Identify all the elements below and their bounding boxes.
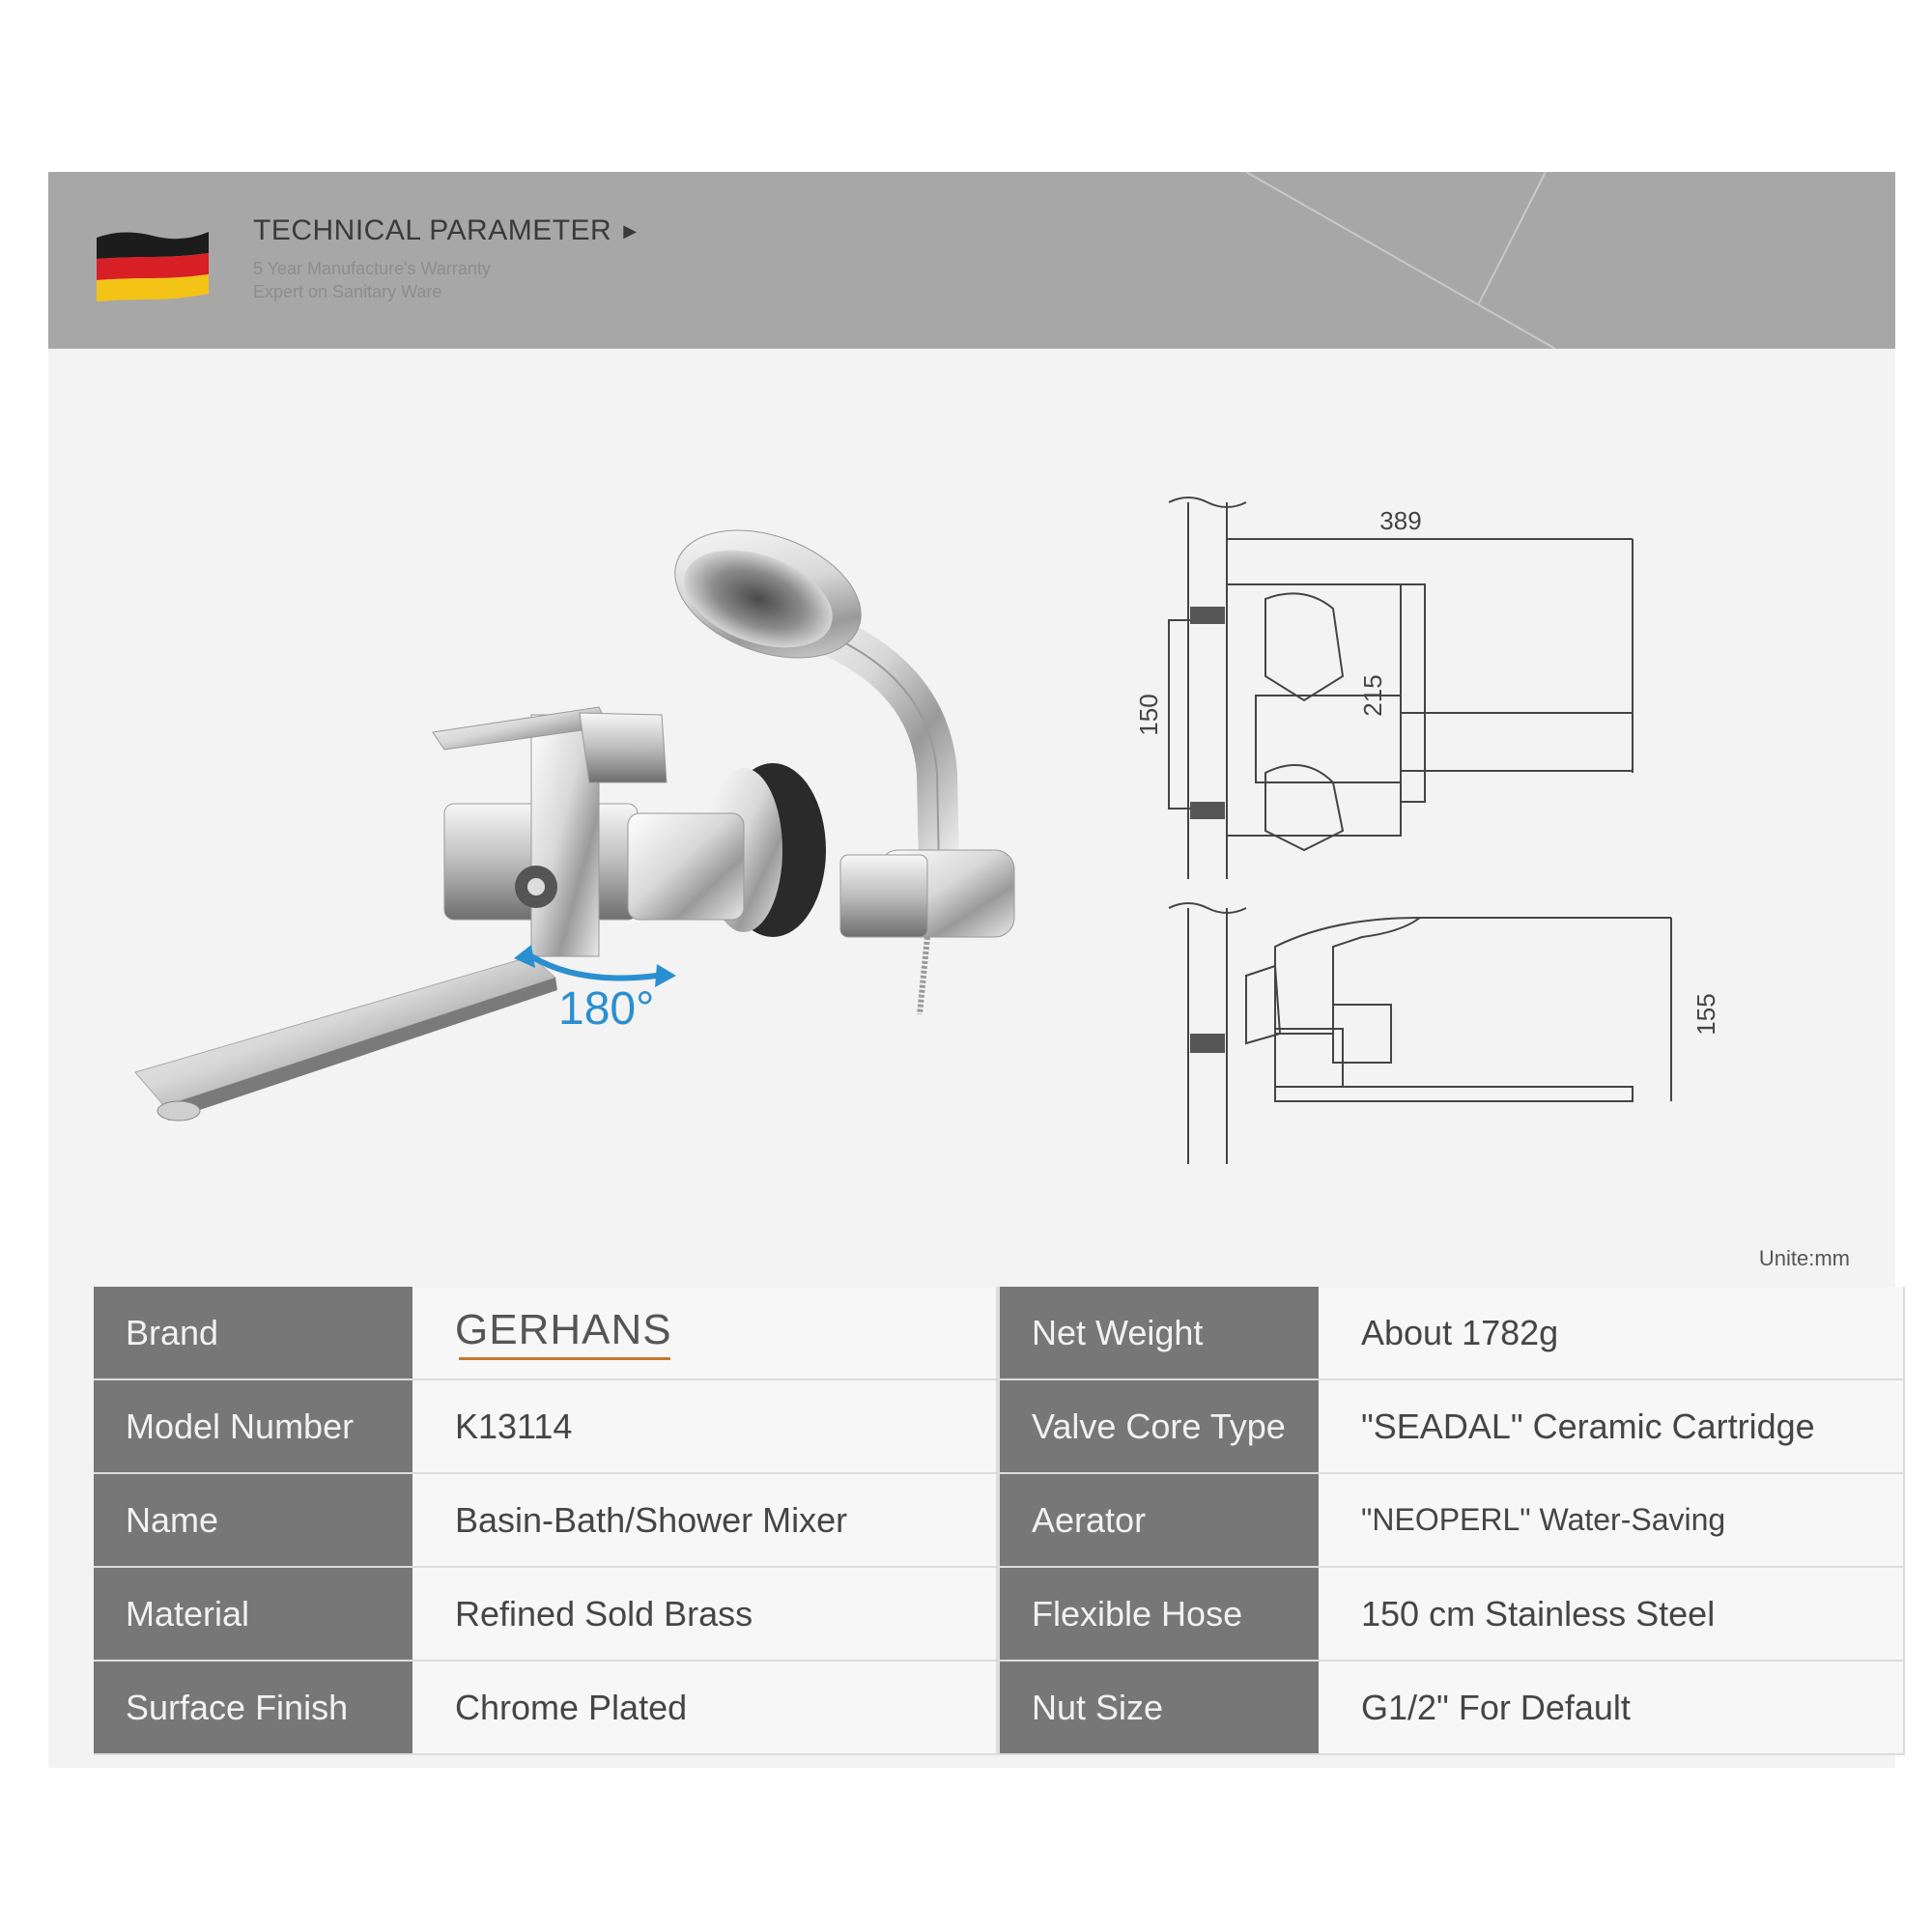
- spec-key: Aerator: [998, 1473, 1319, 1568]
- spec-table: Brand GERHANS Net Weight About 1782g Mod…: [94, 1287, 1905, 1755]
- spec-key: Valve Core Type: [998, 1379, 1319, 1474]
- spec-key: Model Number: [94, 1379, 412, 1474]
- rotation-label: 180°: [558, 983, 654, 1035]
- table-row: Name Basin-Bath/Shower Mixer Aerator "NE…: [94, 1473, 1905, 1568]
- mixer-product-image: 180°: [134, 529, 1015, 1122]
- table-row: Model Number K13114 Valve Core Type "SEA…: [94, 1379, 1905, 1474]
- spec-key: Nut Size: [998, 1661, 1319, 1755]
- brand-logo: GERHANS: [455, 1306, 672, 1360]
- germany-flag-icon: [97, 232, 209, 301]
- spec-value: Chrome Plated: [412, 1661, 1000, 1755]
- spec-value: K13114: [412, 1379, 1000, 1474]
- spec-value: "NEOPERL" Water-Saving: [1319, 1473, 1905, 1568]
- technical-drawing: 389 150 215 155: [1134, 497, 1720, 1164]
- spec-key: Flexible Hose: [998, 1567, 1319, 1662]
- spec-key: Material: [94, 1567, 412, 1662]
- spec-value: 150 cm Stainless Steel: [1319, 1567, 1905, 1662]
- spec-key: Surface Finish: [94, 1661, 412, 1755]
- header-title: TECHNICAL PARAMETER▶: [253, 214, 638, 246]
- table-row: Surface Finish Chrome Plated Nut Size G1…: [94, 1661, 1905, 1755]
- spec-value: About 1782g: [1319, 1287, 1905, 1380]
- spec-key: Brand: [94, 1287, 412, 1380]
- spec-value: Refined Sold Brass: [412, 1567, 1000, 1662]
- unit-label: Unite:mm: [1758, 1246, 1850, 1270]
- brand-logo-cell: GERHANS: [412, 1287, 1000, 1380]
- dimension-389: 389: [1379, 506, 1421, 535]
- dimension-150: 150: [1134, 694, 1163, 735]
- dimension-215: 215: [1358, 674, 1387, 716]
- header-subtitle-warranty: 5 Year Manufacture's Warranty: [253, 259, 491, 278]
- header-subtitle-expert: Expert on Sanitary Ware: [253, 282, 442, 301]
- play-arrow-icon: ▶: [623, 221, 638, 241]
- table-row: Material Refined Sold Brass Flexible Hos…: [94, 1567, 1905, 1662]
- dimension-155: 155: [1691, 993, 1720, 1035]
- spec-key: Name: [94, 1473, 412, 1568]
- header-decoration: [1245, 172, 1556, 349]
- spec-value: "SEADAL" Ceramic Cartridge: [1319, 1379, 1905, 1474]
- spec-key: Net Weight: [998, 1287, 1319, 1380]
- spec-value: Basin-Bath/Shower Mixer: [412, 1473, 1000, 1568]
- spec-value: G1/2" For Default: [1319, 1661, 1905, 1755]
- table-row: Brand GERHANS Net Weight About 1782g: [94, 1287, 1905, 1380]
- header-banner: [48, 172, 1895, 349]
